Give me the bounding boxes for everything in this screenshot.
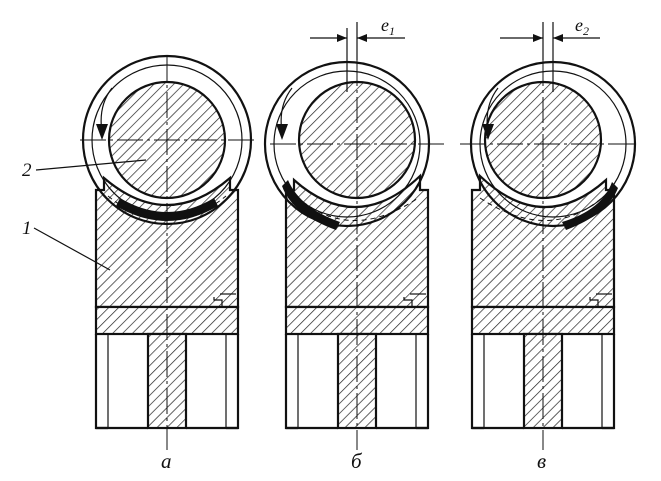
view-b: e1 — [263, 15, 445, 450]
contact-zone — [562, 182, 618, 230]
view-c: e2 — [460, 15, 637, 450]
svg-text:1: 1 — [22, 218, 32, 239]
view-label-b: б — [351, 449, 363, 473]
svg-text:2: 2 — [22, 160, 32, 181]
eccentricity-label-e2: e2 — [575, 15, 589, 38]
view-label-c: в — [537, 449, 546, 473]
view-a — [80, 54, 254, 450]
eccentricity-label-e1: e1 — [381, 15, 395, 38]
part-label-body: 1 — [22, 218, 111, 271]
part-label-roller: 2 — [22, 159, 147, 181]
view-label-a: а — [161, 449, 172, 473]
contact-zone — [282, 180, 340, 230]
body-block — [470, 173, 616, 430]
